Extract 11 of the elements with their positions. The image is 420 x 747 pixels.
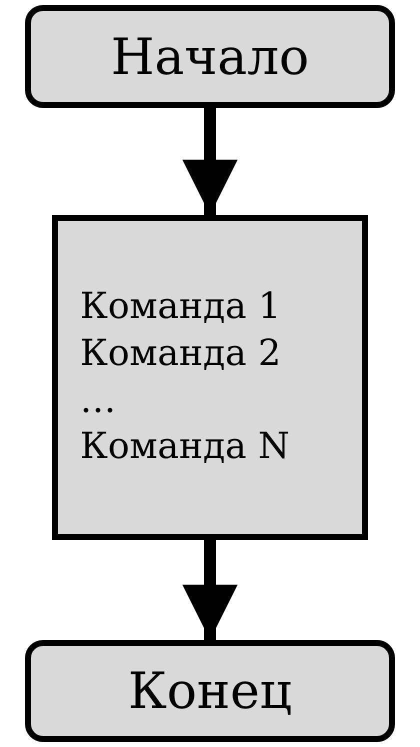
process-box	[52, 215, 368, 540]
arrow	[182, 540, 238, 640]
terminal-label: Конец	[128, 666, 292, 716]
command-text: Команда 1	[80, 284, 281, 329]
command-text: Команда 2	[80, 332, 281, 376]
command-text: …	[80, 378, 116, 422]
arrow	[182, 108, 238, 215]
terminal-box	[25, 640, 395, 742]
terminal-label: Начало	[110, 32, 310, 82]
terminal-box	[25, 5, 395, 108]
command-text: Команда N	[80, 425, 290, 470]
